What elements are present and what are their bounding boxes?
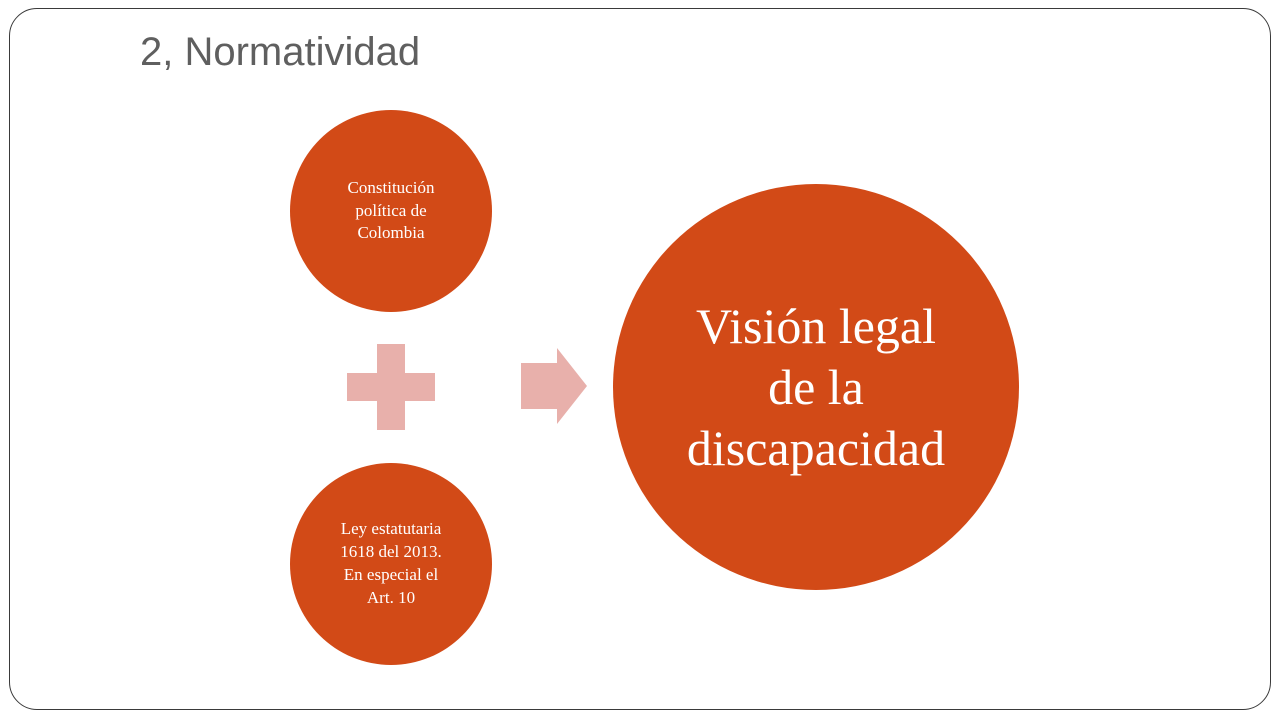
input-circle-constitucion: Constitución política de Colombia — [290, 110, 492, 312]
slide-title: 2, Normatividad — [140, 30, 421, 74]
input-circle-label: Ley estatutaria 1618 del 2013. En especi… — [340, 519, 442, 607]
input-circle-label: Constitución política de Colombia — [347, 177, 435, 243]
plus-icon — [347, 344, 435, 430]
arrow-right-icon — [521, 348, 587, 424]
result-circle-label: Visión legal de la discapacidad — [686, 297, 946, 476]
input-circle-ley-1618: Ley estatutaria 1618 del 2013. En especi… — [290, 463, 492, 665]
result-circle-vision-legal: Visión legal de la discapacidad — [613, 184, 1019, 590]
